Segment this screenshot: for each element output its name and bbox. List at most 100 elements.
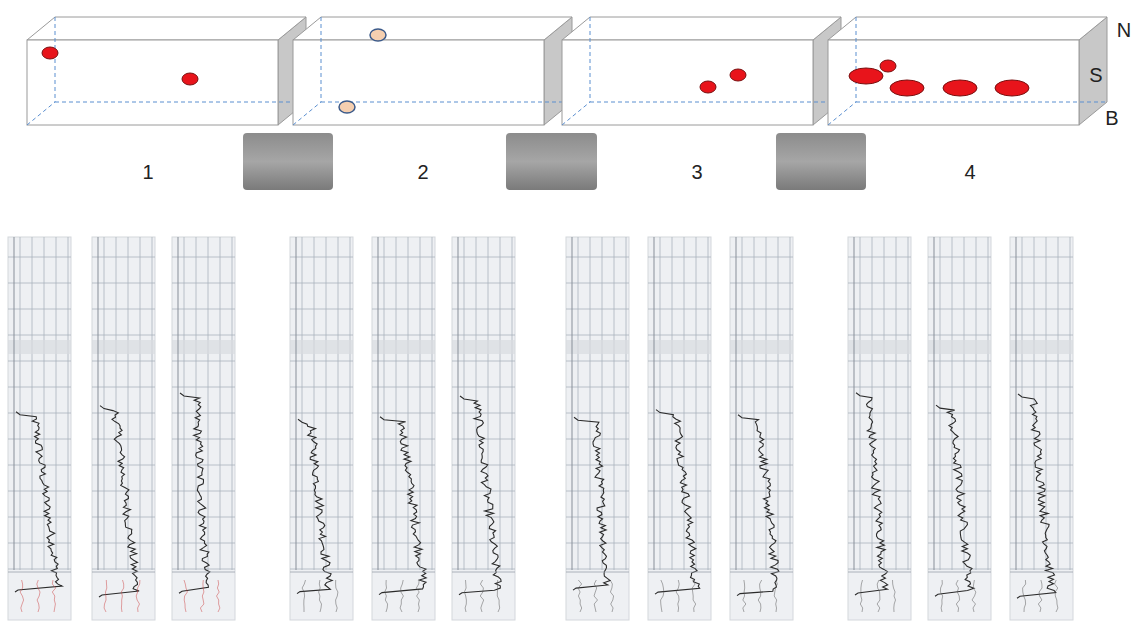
signal-trace: [855, 393, 888, 595]
grid-line: [648, 257, 711, 258]
grid-line: [372, 257, 435, 258]
grid-line: [1010, 283, 1073, 284]
grid-line: [566, 335, 629, 336]
defect-dot: [339, 101, 355, 113]
strip-band: [290, 340, 353, 354]
handwriting-scribble: [661, 580, 664, 612]
grid-line: [1010, 413, 1073, 414]
handwriting-scribble: [136, 580, 140, 612]
grid-line: [1010, 491, 1073, 492]
grid-line: [648, 569, 711, 570]
grid-line: [172, 387, 235, 388]
signal-trace: [459, 396, 501, 595]
grid-line: [172, 335, 235, 336]
grid-line: [68, 237, 69, 570]
grid-line: [92, 465, 155, 466]
grid-line: [172, 283, 235, 284]
sample-box: [828, 17, 1107, 125]
grid-line: [92, 413, 155, 414]
grid-line: [1010, 569, 1073, 570]
strip-paper: [928, 237, 991, 620]
grid-line: [566, 257, 629, 258]
grid-line: [928, 257, 991, 258]
axis-line: [458, 237, 459, 570]
grid-line: [92, 257, 155, 258]
axis-line: [1016, 237, 1017, 570]
grid-line: [372, 491, 435, 492]
defects: [42, 29, 1029, 113]
grid-line: [452, 283, 515, 284]
grid-line: [92, 283, 155, 284]
grid-line: [578, 237, 579, 570]
axis-line: [736, 237, 737, 570]
grid-line: [940, 237, 941, 570]
strip-paper: [730, 237, 793, 620]
strip-band: [648, 340, 711, 354]
handwriting-scribble: [385, 580, 388, 612]
hidden-edge: [55, 17, 56, 102]
grid-line: [928, 283, 991, 284]
chart-strips: [8, 237, 1073, 620]
strip-paper: [1010, 237, 1073, 620]
grid-line: [372, 387, 435, 388]
grid-line: [196, 237, 197, 570]
grid-line: [128, 237, 129, 570]
box-number: 2: [417, 162, 428, 182]
handwriting-scribble: [774, 580, 777, 612]
grid-line: [8, 335, 71, 336]
grid-line: [566, 543, 629, 544]
handwriting-scribble: [956, 580, 960, 612]
handwriting-scribble: [610, 580, 614, 612]
hidden-edge: [856, 17, 857, 102]
grid-line: [20, 237, 21, 570]
box-number: 4: [964, 162, 975, 182]
grid-line: [928, 491, 991, 492]
grid-line: [590, 237, 591, 570]
grid-line: [976, 237, 977, 570]
grid-line: [648, 491, 711, 492]
grid-line: [1010, 387, 1073, 388]
handwriting-scribble: [743, 580, 746, 612]
grid-line: [1010, 465, 1073, 466]
handwriting-scribble: [676, 580, 679, 612]
handwriting-scribble: [184, 580, 187, 612]
face-letter: B: [1105, 108, 1118, 128]
hidden-edge: [27, 102, 55, 125]
grid-line: [92, 491, 155, 492]
grid-line: [860, 237, 861, 570]
grid-line: [1010, 361, 1073, 362]
magnet-blocks: [243, 133, 866, 190]
hidden-edge: [590, 17, 591, 102]
grid-line: [290, 569, 353, 570]
handwriting-scribble: [940, 580, 942, 612]
grid-line: [566, 439, 629, 440]
grid-line: [742, 237, 743, 570]
sample-box: [27, 17, 306, 125]
strip-band: [452, 340, 515, 354]
grid-line: [290, 309, 353, 310]
grid-line: [420, 237, 421, 570]
chart-strip: [8, 237, 71, 620]
grid-line: [452, 491, 515, 492]
grid-line: [708, 237, 709, 570]
hidden-edge: [321, 102, 572, 103]
chart-strip: [372, 237, 435, 620]
grid-line: [92, 543, 155, 544]
grid-line: [384, 237, 385, 570]
grid-line: [648, 387, 711, 388]
defect-dot: [700, 81, 716, 93]
strip-band: [8, 340, 71, 354]
note-divider: [730, 572, 793, 573]
grid-line: [614, 237, 615, 570]
grid-line: [928, 361, 991, 362]
defect-dot: [849, 68, 883, 84]
strip-band: [848, 340, 911, 354]
grid-line: [172, 543, 235, 544]
grid-line: [848, 361, 911, 362]
grid-line: [754, 237, 755, 570]
hidden-edge: [562, 102, 590, 125]
grid-line: [648, 283, 711, 284]
grid-line: [172, 413, 235, 414]
signal-trace: [1017, 394, 1056, 598]
note-divider: [848, 572, 911, 573]
